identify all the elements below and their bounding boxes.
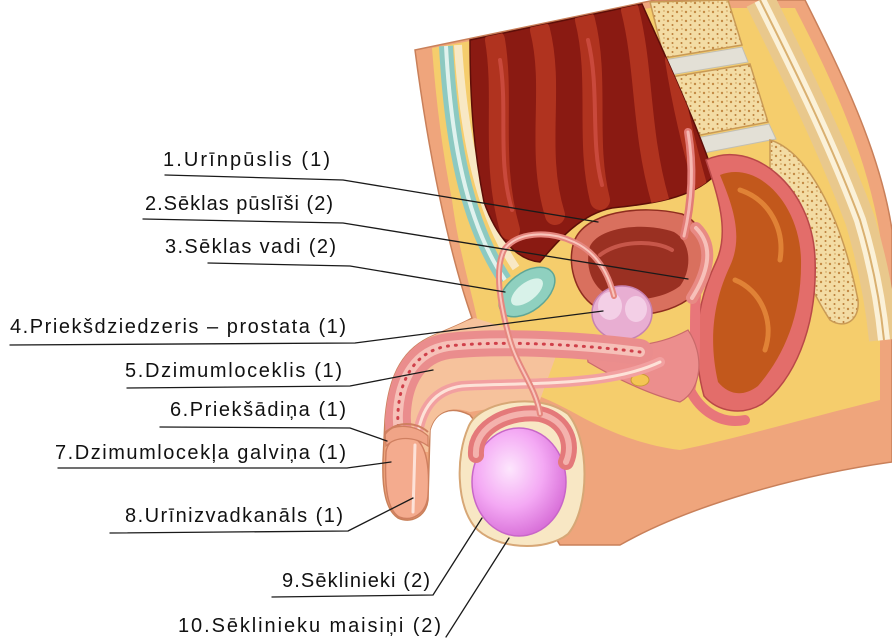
- intestine-fold: [540, 30, 555, 215]
- testicle: [472, 428, 566, 536]
- label-vas-deferens: 3.Sēklas vadi (2): [165, 236, 336, 258]
- label-penis: 5.Dzimumloceklis (1): [125, 360, 342, 382]
- prostate-lobe: [625, 296, 647, 322]
- label-foreskin: 6.Priekšādiņa (1): [170, 399, 346, 421]
- glans: [386, 437, 429, 519]
- label-scrotum: 10.Sēklinieku maisiņi (2): [178, 615, 441, 637]
- label-bladder: 1.Urīnpūslis (1): [163, 149, 330, 171]
- label-glans: 7.Dzimumlocekļa galviņa (1): [55, 442, 346, 464]
- label-prostate: 4.Priekšdziedzeris – prostata (1): [10, 316, 346, 338]
- anatomy-illustration: [383, 0, 892, 546]
- urethra-glans: [413, 445, 415, 512]
- label-urethra: 8.Urīnizvadkanāls (1): [125, 505, 343, 527]
- leader-line-foreskin: [160, 427, 387, 441]
- leader-line-scrotum: [446, 538, 509, 637]
- label-testicles: 9.Sēklinieki (2): [282, 570, 430, 592]
- label-seminal-vesicles: 2.Sēklas pūslīši (2): [145, 193, 333, 215]
- labels: 1.Urīnpūslis (1) 2.Sēklas pūslīši (2) 3.…: [10, 149, 441, 637]
- prostate-lobe: [598, 292, 622, 320]
